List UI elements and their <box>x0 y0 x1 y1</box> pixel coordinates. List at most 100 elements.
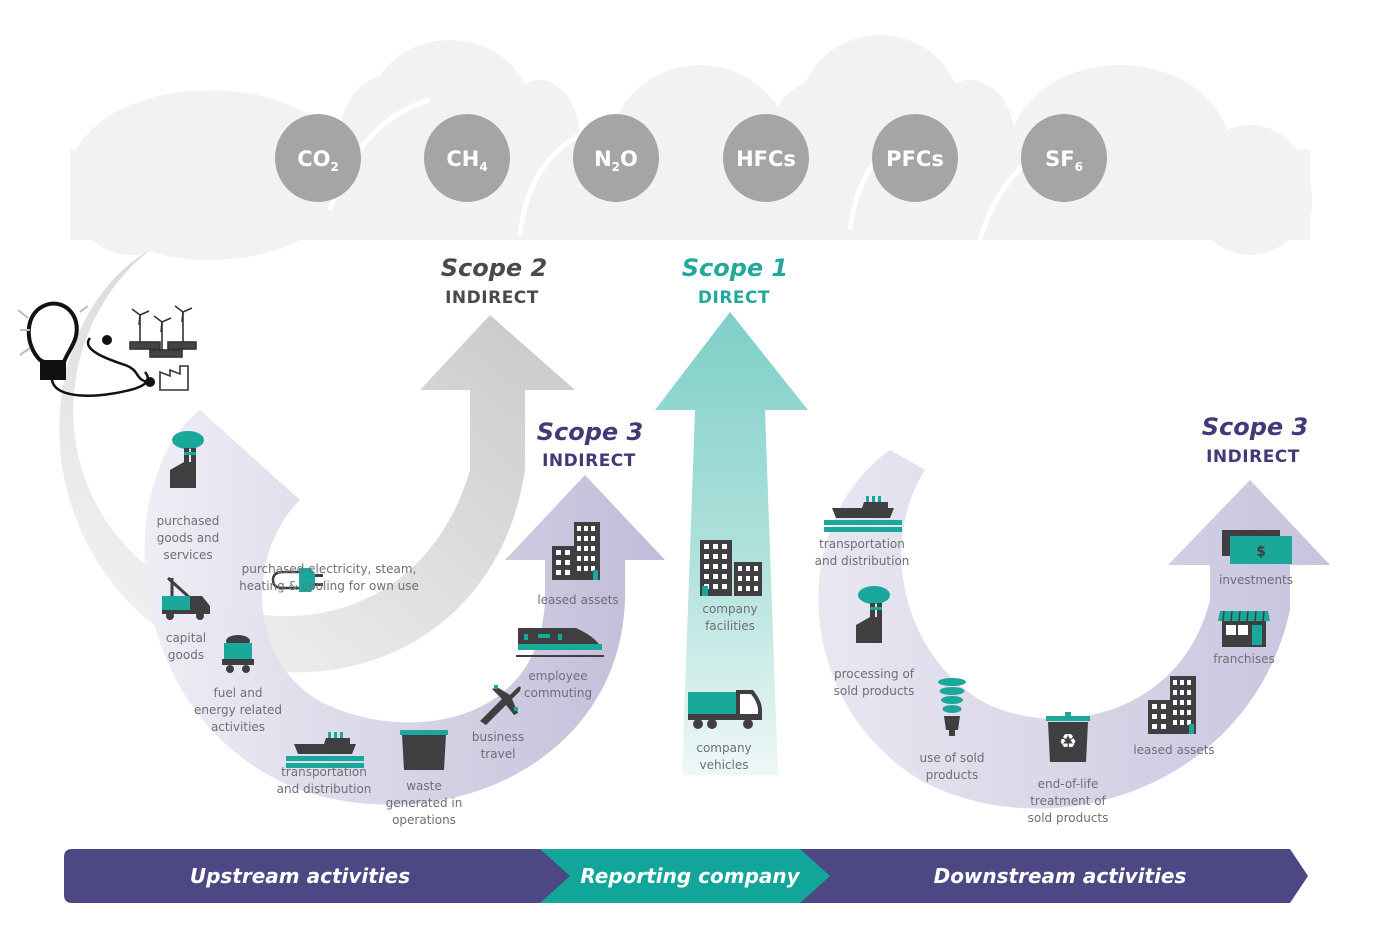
scope2-subtitle: INDIRECT <box>445 288 539 308</box>
downstream_items-caption: treatment of <box>1030 794 1106 808</box>
downstream_items-caption: use of sold <box>920 751 985 765</box>
upstream_items-caption: commuting <box>524 686 592 700</box>
svg-text:♻: ♻ <box>1059 729 1077 753</box>
downstream_items-caption: leased assets <box>1133 743 1214 757</box>
emission-activities: purchased electricity, steam,heating & c… <box>157 431 1293 827</box>
greenhouse-gases: CO2 CH4 N2O HFCs PFCs SF6 <box>275 114 1107 202</box>
gas-label: N2O <box>594 147 638 174</box>
scope3-downstream-title: Scope 3 <box>1202 413 1309 441</box>
reporting-company-label: Reporting company <box>580 864 800 888</box>
scope1-title: Scope 1 <box>682 254 789 282</box>
upstream_items-item: fuel and energy related activities <box>194 635 282 734</box>
downstream-activities-label: Downstream activities <box>934 864 1187 888</box>
gas-circle <box>723 114 809 202</box>
downstream_items-item: $investments <box>1219 530 1293 587</box>
upstream_items-item: employee commuting <box>516 628 604 700</box>
power-plant-icon <box>159 365 189 391</box>
direct_items-item: company facilities <box>700 540 762 633</box>
upstream_items-caption: transportation <box>281 765 367 779</box>
ship-icon <box>286 732 364 768</box>
cloud-band <box>70 35 1312 260</box>
factory-icon <box>170 431 204 488</box>
scope3-upstream-header: Scope 3 INDIRECT <box>537 418 644 471</box>
gas-bubble: HFCs <box>723 114 809 202</box>
downstream_items-caption: sold products <box>834 684 915 698</box>
downstream_items-caption: franchises <box>1213 652 1275 666</box>
company-buildings-icon <box>700 540 762 596</box>
truck-icon <box>688 690 762 729</box>
scope2_items-caption: heating & cooling for own use <box>239 579 419 593</box>
gas-label: CO2 <box>297 147 339 174</box>
fuel-cart-icon <box>222 635 254 673</box>
direct_items-caption: vehicles <box>700 758 749 772</box>
scope1-subtitle: DIRECT <box>698 288 770 308</box>
svg-text:$: $ <box>1256 544 1266 560</box>
reporting-company-segment <box>540 849 830 903</box>
upstream_items-caption: travel <box>481 747 516 761</box>
upstream_items-caption: purchased <box>157 514 220 528</box>
scope3-upstream-subtitle: INDIRECT <box>542 451 636 471</box>
downstream_items-caption: and distribution <box>815 554 910 568</box>
value-chain-bar: Upstream activities Reporting company Do… <box>64 849 1308 903</box>
light-bulb-outline-icon <box>17 301 149 397</box>
upstream_items-item: transportation and distribution <box>277 732 372 796</box>
upstream_items-caption: capital <box>166 631 206 645</box>
gas-bubble: PFCs <box>872 114 958 202</box>
gas-label: PFCs <box>886 147 944 171</box>
building-icon <box>552 522 600 580</box>
downstream_items-caption: end-of-life <box>1038 777 1099 791</box>
upstream_items-caption: services <box>163 548 212 562</box>
scope3-upstream-arrow <box>144 410 665 805</box>
downstream_items-caption: processing of <box>834 667 915 681</box>
downstream_items-item: ♻ end-of-life treatment of sold products <box>1028 712 1109 825</box>
upstream_items-caption: operations <box>392 813 456 827</box>
downstream_items-caption: products <box>926 768 978 782</box>
crane-truck-icon <box>162 576 210 620</box>
airplane-icon <box>480 685 521 725</box>
gas-circle <box>1021 114 1107 202</box>
scope1-header: Scope 1 DIRECT <box>682 254 789 308</box>
ship-icon <box>824 496 902 532</box>
factory-icon <box>856 586 890 643</box>
scope3-downstream-subtitle: INDIRECT <box>1206 447 1300 467</box>
scope3-upstream-title: Scope 3 <box>537 418 644 446</box>
scope2-header: Scope 2 INDIRECT <box>441 254 548 308</box>
gas-circle <box>573 114 659 202</box>
scope2-arrow <box>59 250 576 673</box>
upstream_items-caption: goods and <box>157 531 220 545</box>
upstream_items-item: business travel <box>472 685 524 761</box>
gas-label: CH4 <box>446 147 487 174</box>
upstream_items-caption: energy related <box>194 703 282 717</box>
upstream-activities-label: Upstream activities <box>190 864 410 888</box>
direct_items-caption: facilities <box>705 619 755 633</box>
downstream_items-item: leased assets <box>1133 676 1215 757</box>
plug-end-icon <box>102 335 155 387</box>
gas-circle <box>872 114 958 202</box>
gas-bubble: SF6 <box>1021 114 1107 202</box>
wind-turbines-icon <box>129 305 197 358</box>
upstream_items-caption: business <box>472 730 524 744</box>
storefront-icon <box>1218 610 1270 647</box>
building-icon <box>1148 676 1196 734</box>
upstream_items-caption: fuel and <box>214 686 263 700</box>
plug-icon <box>271 568 323 592</box>
direct_items-caption: company <box>702 602 757 616</box>
recycle-bin-icon: ♻ <box>1046 712 1090 762</box>
scope2_items-item: purchased electricity, steam,heating & c… <box>239 562 419 593</box>
upstream_items-caption: waste <box>406 779 442 793</box>
gas-circle <box>275 114 361 202</box>
energy-source-illustration <box>17 301 197 397</box>
gas-label: SF6 <box>1045 147 1083 174</box>
upstream_items-caption: employee <box>528 669 587 683</box>
train-icon <box>516 628 604 657</box>
upstream_items-caption: and distribution <box>277 782 372 796</box>
upstream_items-item: leased assets <box>537 522 619 607</box>
downstream_items-caption: sold products <box>1028 811 1109 825</box>
upstream_items-caption: activities <box>211 720 265 734</box>
downstream_items-item: use of sold products <box>920 678 985 782</box>
